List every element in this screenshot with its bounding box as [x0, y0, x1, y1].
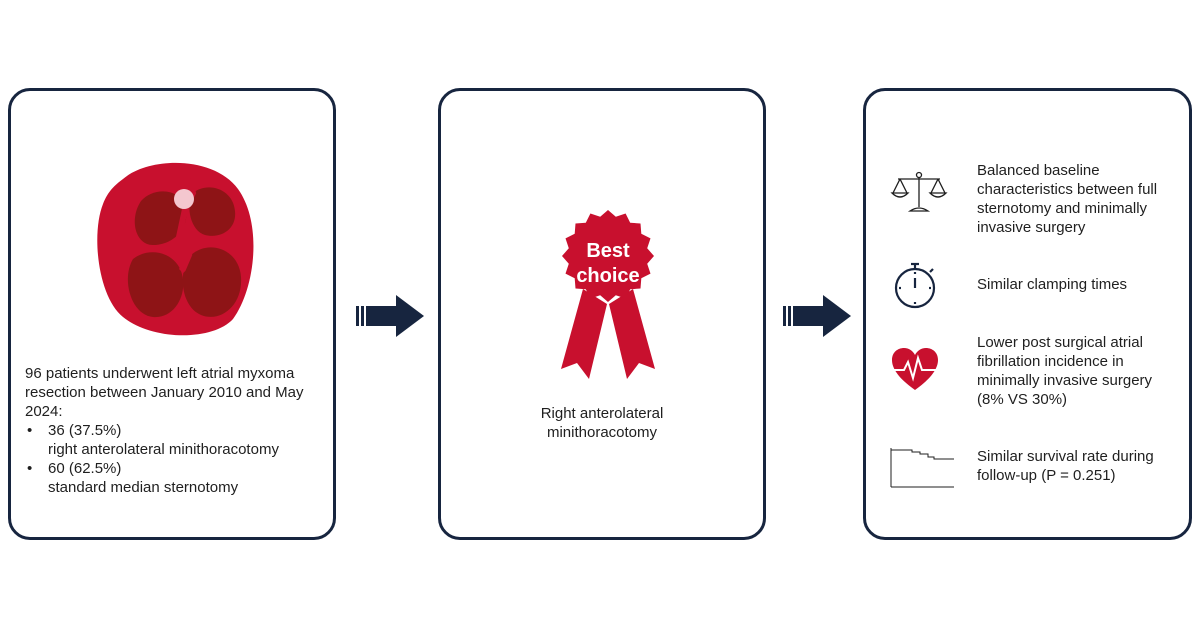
group-count: 36 (37.5%) — [48, 422, 122, 439]
bullet: • — [27, 422, 33, 439]
scale-icon — [890, 171, 948, 212]
stopwatch-icon — [894, 262, 936, 309]
arrow-right-icon — [783, 295, 851, 337]
caption-line-1: Right anterolateral — [540, 405, 664, 422]
badge-label: Best choice — [549, 239, 667, 289]
outcome-text: Lower post surgical atrial fibrillation … — [977, 334, 1153, 408]
group-label: right anterolateral minithoracotomy — [48, 441, 279, 458]
badge-line-1: Best — [586, 240, 630, 262]
caption-line-2: minithoracotomy — [546, 424, 658, 441]
patients-list: • 36 (37.5%) right anterolateral minitho… — [25, 421, 330, 497]
list-item: • 60 (62.5%) standard median sternotomy — [25, 459, 330, 497]
survival-curve-icon — [890, 448, 954, 488]
badge-line-2: choice — [576, 265, 640, 287]
patients-intro: 96 patients underwent left atrial myxoma… — [25, 365, 304, 420]
arrow-right-icon — [356, 295, 424, 337]
panel-best-choice: Best choice Right anterolateral minithor… — [438, 88, 766, 540]
outcome-text: Similar clamping times — [977, 276, 1128, 293]
outcome-text: Balanced baseline characteristics betwee… — [977, 162, 1158, 236]
outcome-text: Similar survival rate during follow-up (… — [977, 448, 1154, 484]
group-label: standard median sternotomy — [48, 479, 239, 496]
best-choice-caption: Right anterolateral minithoracotomy — [441, 404, 763, 442]
group-count: 60 (62.5%) — [48, 460, 122, 477]
heart-anatomy-icon — [97, 162, 254, 336]
list-item: • 36 (37.5%) right anterolateral minitho… — [25, 421, 330, 459]
panel-patients: 96 patients underwent left atrial myxoma… — [8, 88, 336, 540]
heart-rate-icon — [892, 348, 938, 390]
bullet: • — [27, 460, 33, 477]
award-ribbon-icon — [561, 210, 655, 379]
patients-summary: 96 patients underwent left atrial myxoma… — [25, 364, 330, 497]
panel-outcomes: Balanced baseline characteristics betwee… — [863, 88, 1192, 540]
